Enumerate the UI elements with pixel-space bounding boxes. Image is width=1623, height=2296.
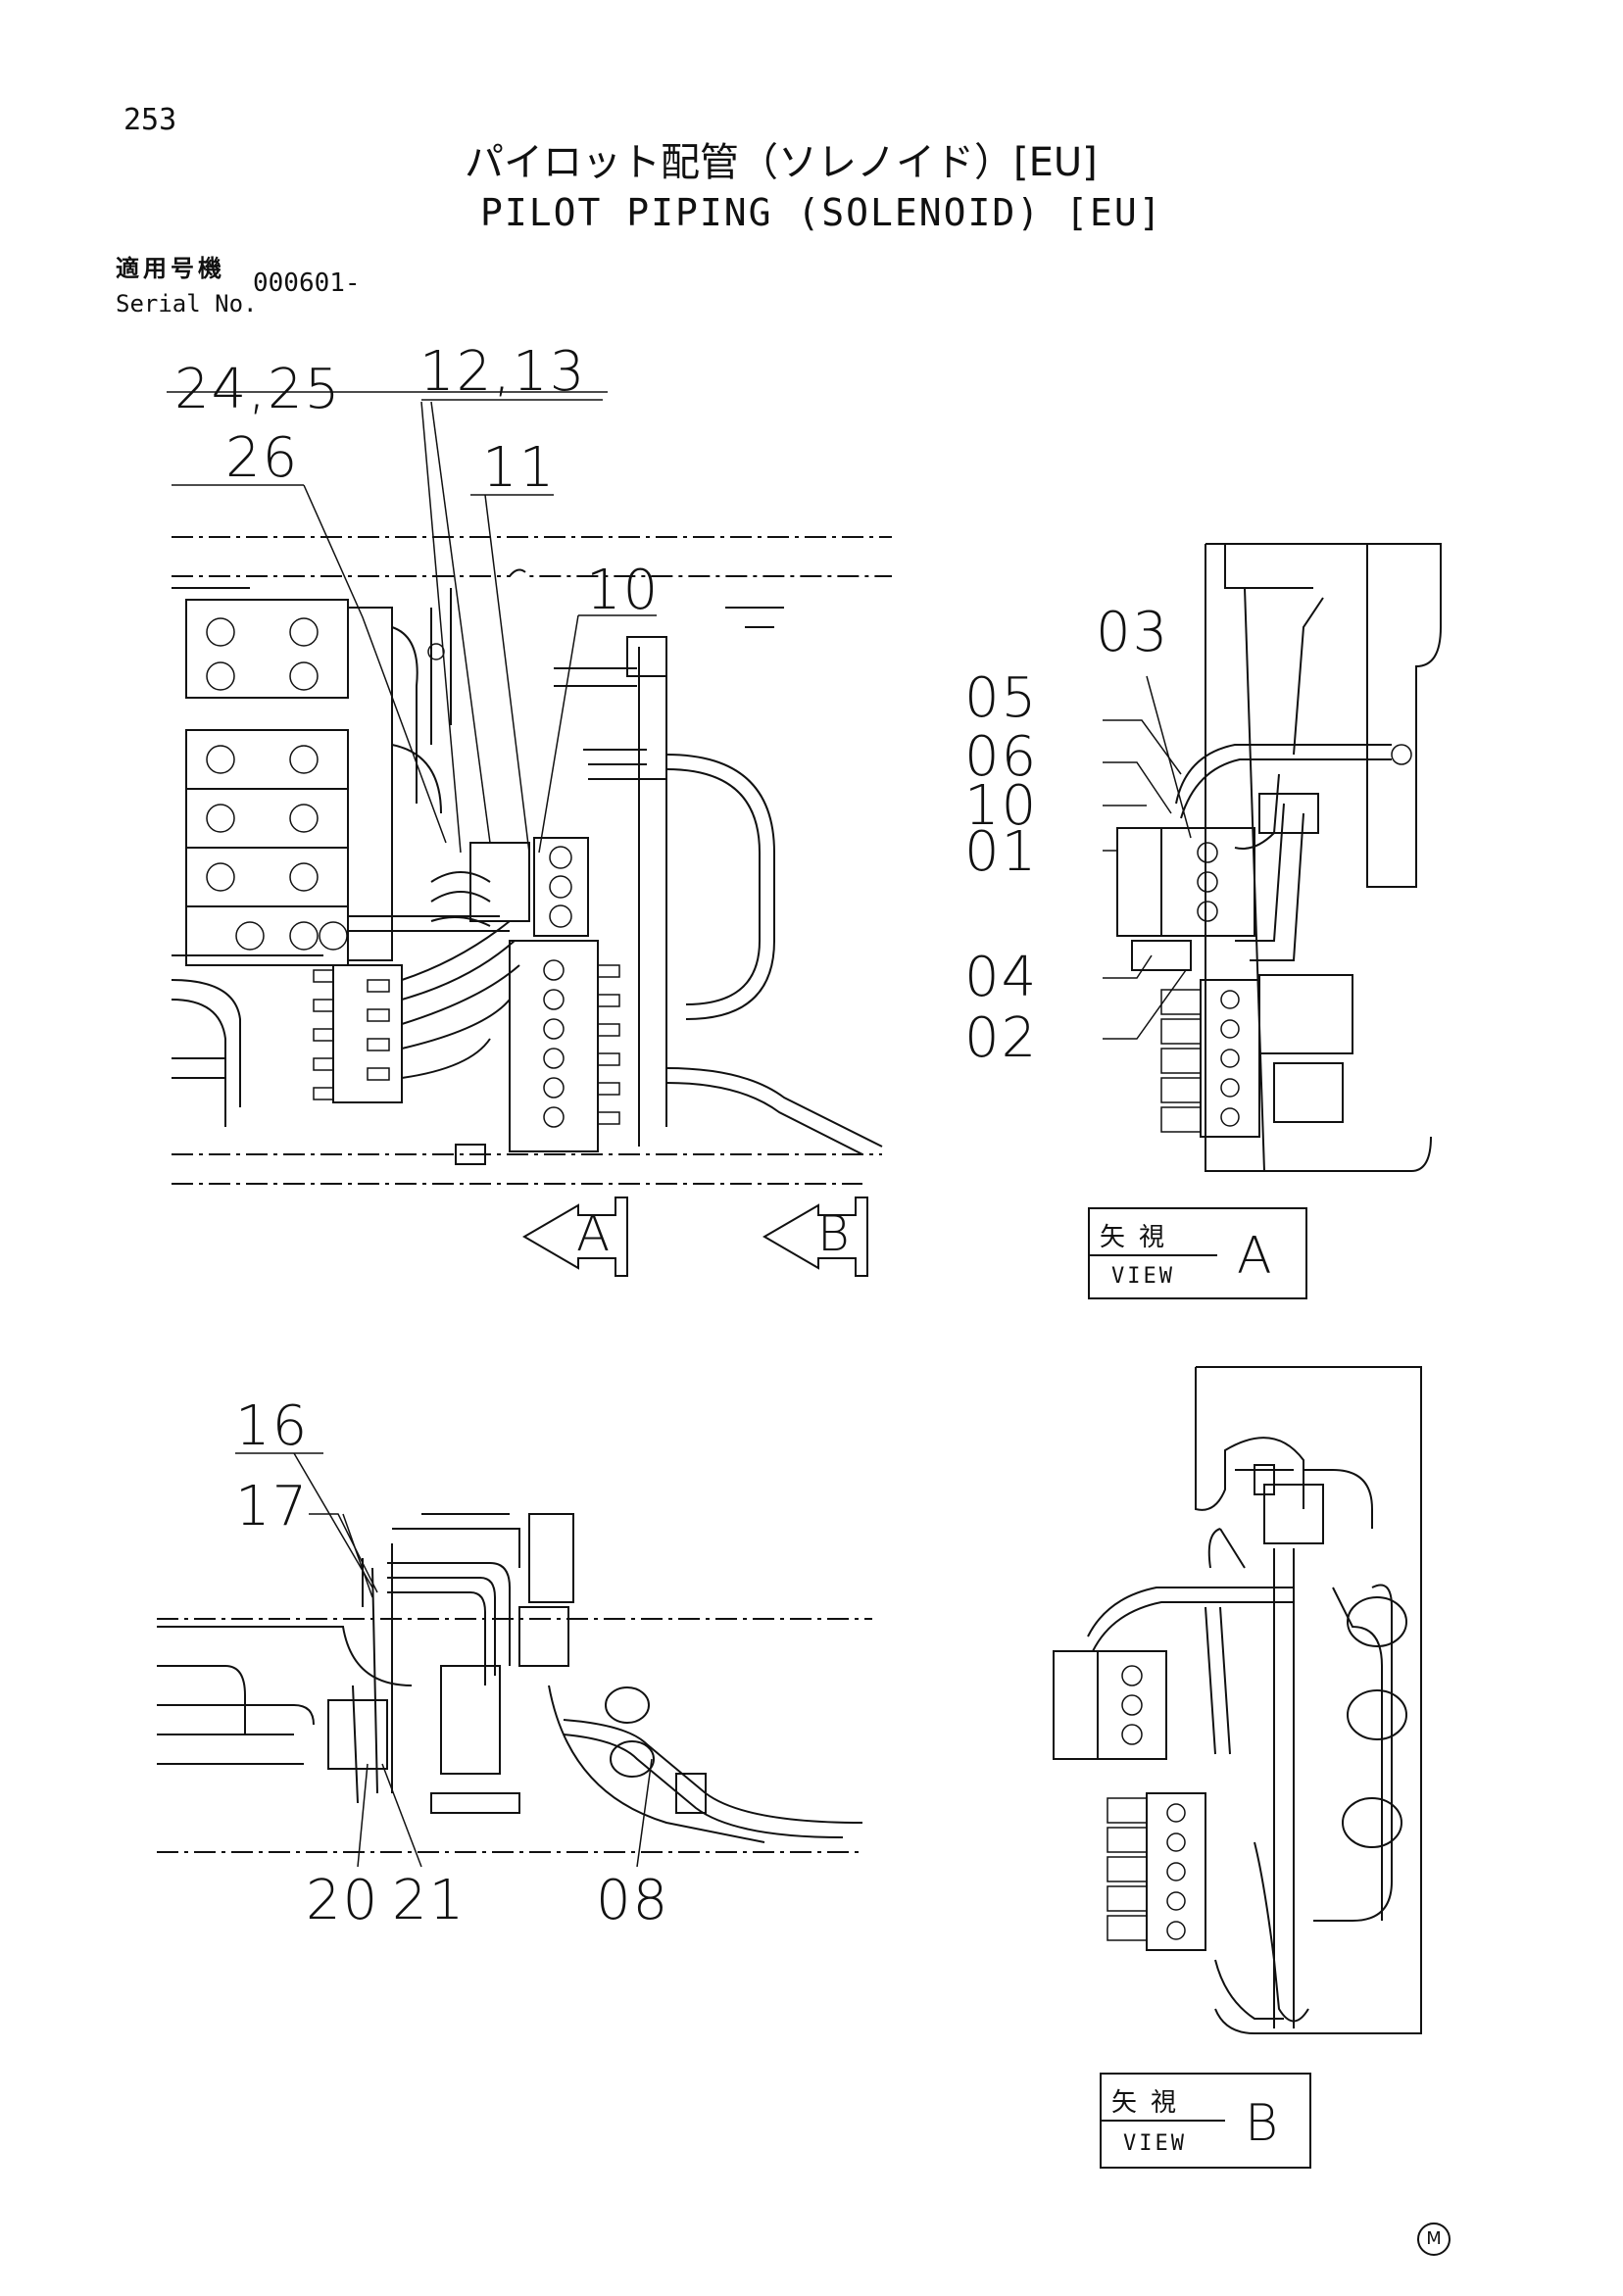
view-arrow-b-label: B — [817, 1205, 852, 1262]
callout-16: 16 — [235, 1394, 310, 1458]
callout-08: 08 — [596, 1869, 670, 1932]
callout-20: 20 — [306, 1869, 380, 1932]
view-a-en: VIEW — [1111, 1264, 1175, 1289]
serial-value: 000601- — [253, 269, 361, 298]
view-a-drawing — [1103, 543, 1442, 1172]
leader-lines-main — [167, 391, 657, 854]
page-title-jp: パイロット配管（ソレノイド）[EU] — [465, 140, 1098, 185]
control-valve-stack — [185, 599, 442, 966]
view-b-label-box: 矢視 VIEW B — [1100, 2073, 1311, 2169]
view-arrow-a — [522, 1197, 628, 1277]
callout-02: 02 — [964, 1006, 1039, 1070]
view-arrow-b — [762, 1197, 868, 1277]
view-b-letter: B — [1245, 2094, 1279, 2153]
callout-01: 01 — [964, 820, 1039, 884]
callout-26: 26 — [225, 426, 300, 490]
pilot-manifold — [430, 837, 620, 1152]
view-b-drawing — [1053, 1366, 1422, 2034]
serial-label-en: Serial No. — [116, 290, 258, 318]
callout-24-25: 24,25 — [174, 358, 342, 421]
serial-label-jp: 適用号機 — [116, 255, 225, 282]
view-b-en: VIEW — [1123, 2131, 1187, 2156]
pilot-hose-bundle — [171, 915, 520, 1127]
view-b-jp: 矢視 — [1111, 2088, 1191, 2118]
callout-21: 21 — [392, 1869, 467, 1932]
lower-assembly-view — [157, 1452, 872, 1868]
callout-11: 11 — [482, 436, 557, 500]
callout-17: 17 — [235, 1475, 310, 1539]
pilot-hose-u-loop — [455, 636, 883, 1165]
callout-12-13: 12,13 — [419, 340, 587, 404]
main-assembly-view — [167, 391, 892, 1277]
callout-04: 04 — [964, 946, 1039, 1009]
view-arrow-a-label: A — [576, 1205, 613, 1262]
callout-05: 05 — [964, 666, 1039, 730]
view-a-label-box: 矢視 VIEW A — [1088, 1207, 1307, 1299]
page-title-en: PILOT PIPING (SOLENOID) [EU] — [480, 191, 1163, 234]
footer-mark: M — [1417, 2223, 1451, 2256]
view-a-jp: 矢視 — [1100, 1223, 1179, 1252]
callout-10-main: 10 — [586, 559, 661, 622]
callout-06: 06 — [964, 725, 1039, 789]
page-number: 253 — [123, 103, 177, 137]
callout-03: 03 — [1096, 601, 1170, 664]
view-a-letter: A — [1237, 1227, 1272, 1286]
callout-10-view: 10 — [964, 774, 1039, 838]
